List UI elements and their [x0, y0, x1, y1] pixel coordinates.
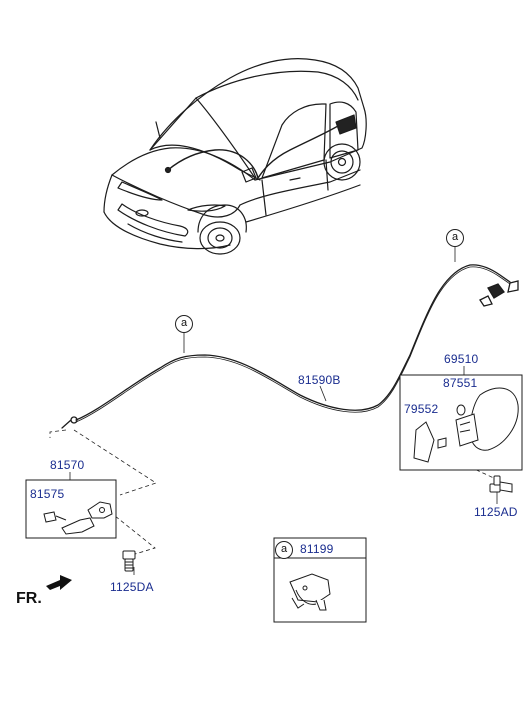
label-81199: 81199: [300, 542, 334, 556]
bolt-1125ad: [489, 475, 513, 493]
label-87551: 87551: [443, 376, 478, 390]
label-81575: 81575: [30, 487, 65, 501]
cable-81590b: [61, 264, 519, 429]
label-79552: 79552: [404, 402, 439, 416]
bolt-1125da: [122, 550, 136, 572]
callout-a-top: a: [446, 229, 464, 247]
lever-assembly-box: [25, 479, 117, 539]
front-arrow-icon: [46, 575, 72, 590]
front-label: FR.: [16, 590, 42, 607]
label-69510: 69510: [444, 352, 479, 366]
callout-a-cable: a: [175, 315, 193, 333]
label-81590b: 81590B: [298, 373, 341, 387]
car-illustration: [103, 58, 367, 255]
fuel-door-box: [399, 374, 523, 471]
label-1125ad: 1125AD: [474, 505, 518, 519]
callout-a-box: a: [275, 541, 293, 559]
label-1125da: 1125DA: [110, 580, 154, 594]
label-81570: 81570: [50, 458, 85, 472]
